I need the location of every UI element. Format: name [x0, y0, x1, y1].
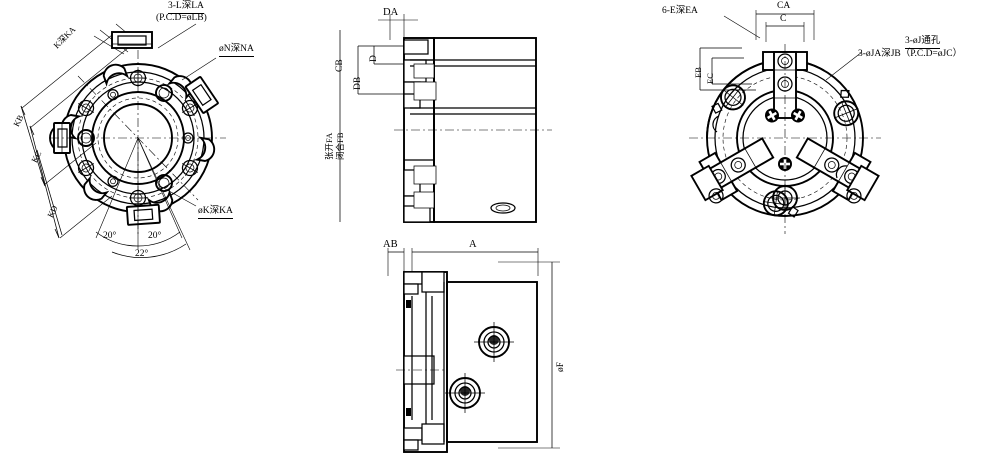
side-view-bottom-geometry — [387, 248, 560, 453]
front-view-right-geometry — [689, 10, 881, 234]
front-view-left-geometry — [20, 23, 226, 258]
side-view-top-geometry — [339, 14, 552, 223]
